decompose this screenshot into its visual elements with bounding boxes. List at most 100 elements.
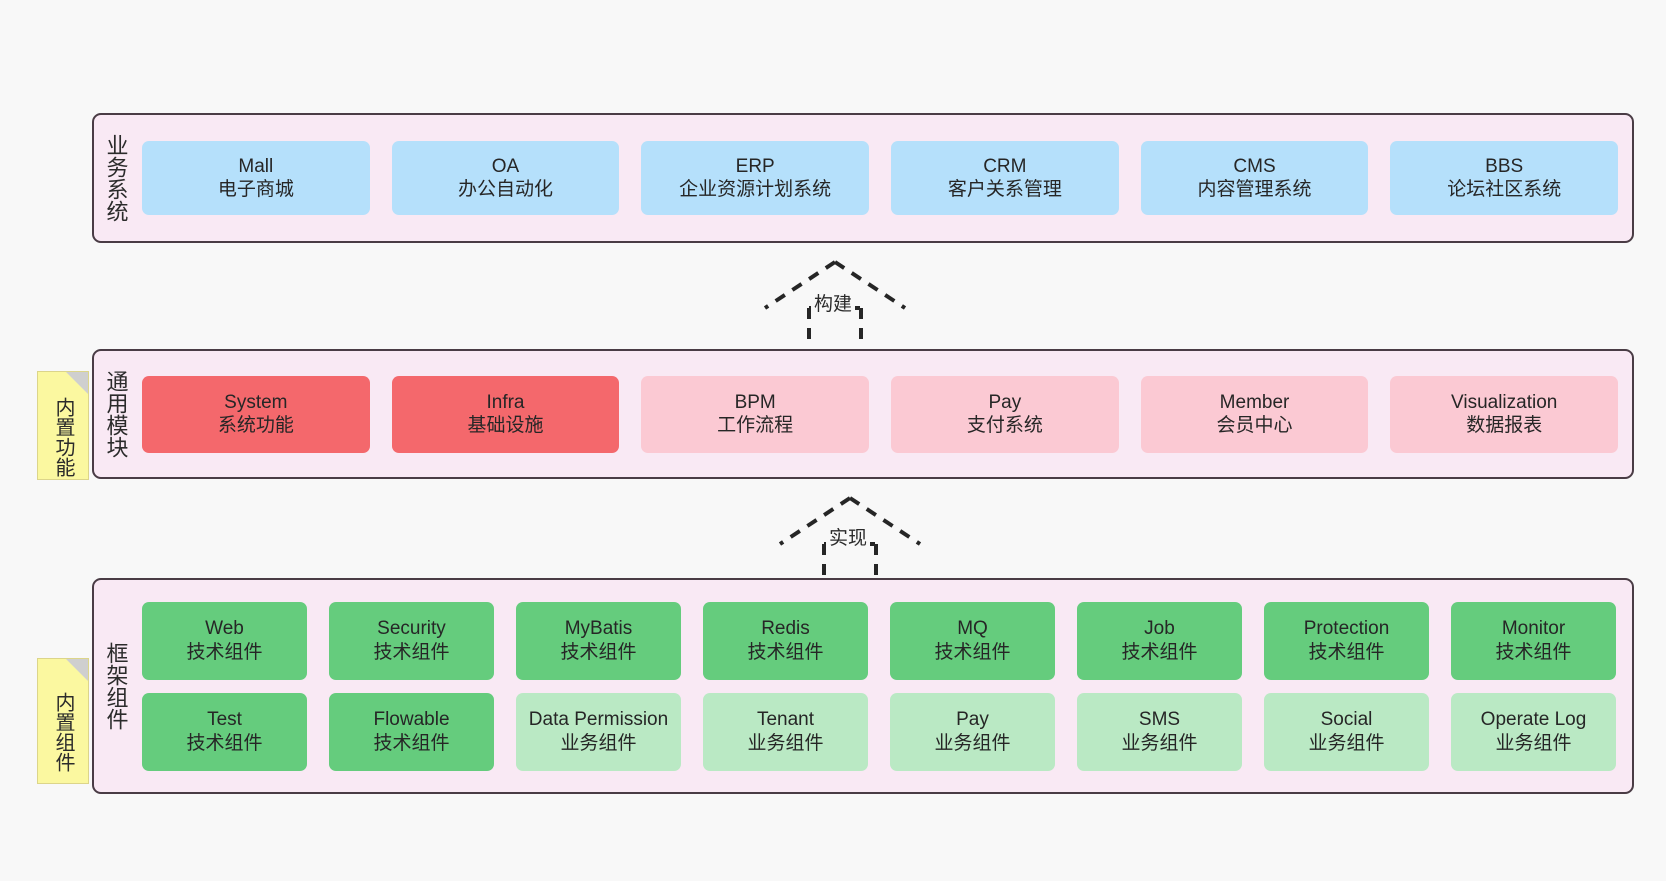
card-title-cn: 业务组件 [560, 732, 637, 754]
card-title-cn: 技术组件 [934, 641, 1011, 663]
card-member[interactable]: Member 会员中心 [1140, 375, 1369, 453]
card-title-cn: 业务组件 [934, 732, 1011, 754]
card-row: Test 技术组件 Flowable 技术组件 Data Permission … [142, 692, 1616, 771]
arrow-implement: 实现 [770, 492, 930, 578]
card-oa[interactable]: OA 办公自动化 [391, 141, 620, 215]
card-operate-log[interactable]: Operate Log 业务组件 [1451, 692, 1616, 771]
arrow-build-label: 构建 [811, 289, 856, 316]
note-fold-icon [66, 372, 88, 394]
card-title-en: OA [491, 155, 520, 177]
card-job[interactable]: Job 技术组件 [1077, 601, 1242, 680]
card-data-permission[interactable]: Data Permission 业务组件 [516, 692, 681, 771]
card-title-en: Pay [988, 391, 1022, 413]
card-row: Web 技术组件 Security 技术组件 MyBatis 技术组件 Redi… [142, 601, 1616, 680]
layer-body-common-modules: System 系统功能 Infra 基础设施 BPM 工作流程 Pay 支付系统… [138, 351, 1632, 477]
card-pay-component[interactable]: Pay 业务组件 [890, 692, 1055, 771]
card-title-cn: 数据报表 [1466, 415, 1543, 436]
card-monitor[interactable]: Monitor 技术组件 [1451, 601, 1616, 680]
card-title-cn: 内容管理系统 [1197, 179, 1312, 200]
card-erp[interactable]: ERP 企业资源计划系统 [641, 141, 870, 215]
card-title-cn: 系统功能 [217, 415, 294, 436]
sticky-note-label: 内置组件 [52, 692, 74, 772]
card-title-en: Data Permission [528, 709, 669, 731]
card-security[interactable]: Security 技术组件 [329, 601, 494, 680]
card-title-en: Operate Log [1480, 709, 1587, 731]
card-title-cn: 技术组件 [186, 641, 263, 663]
layer-body-framework-components: Web 技术组件 Security 技术组件 MyBatis 技术组件 Redi… [138, 580, 1632, 792]
sticky-note-builtin-function: 内置功能 [37, 371, 89, 480]
card-title-en: Test [207, 709, 242, 731]
card-protection[interactable]: Protection 技术组件 [1264, 601, 1429, 680]
card-social[interactable]: Social 业务组件 [1264, 692, 1429, 771]
card-title-en: Pay [956, 709, 989, 731]
card-title-en: Redis [761, 618, 810, 640]
card-title-en: Visualization [1451, 391, 1558, 413]
card-title-cn: 办公自动化 [458, 179, 554, 200]
layer-common-modules: 通用模块 System 系统功能 Infra 基础设施 BPM 工作流程 Pay… [92, 349, 1634, 479]
card-infra[interactable]: Infra 基础设施 [391, 375, 620, 453]
card-cms[interactable]: CMS 内容管理系统 [1140, 141, 1369, 215]
card-row: Mall 电子商城 OA 办公自动化 ERP 企业资源计划系统 CRM 客户关系… [142, 141, 1619, 215]
layer-title-framework-components: 框架组件 [103, 642, 129, 730]
layer-title-common-modules: 通用模块 [103, 370, 129, 458]
card-title-en: Social [1320, 709, 1373, 731]
card-title-cn: 支付系统 [966, 415, 1043, 436]
card-title-cn: 业务组件 [747, 732, 824, 754]
card-title-cn: 业务组件 [1495, 732, 1572, 754]
arrow-implement-icon [778, 496, 922, 578]
card-title-cn: 工作流程 [717, 415, 794, 436]
card-crm[interactable]: CRM 客户关系管理 [891, 141, 1119, 215]
card-bbs[interactable]: BBS 论坛社区系统 [1390, 141, 1619, 215]
card-title-en: Security [377, 618, 446, 640]
card-title-en: BPM [734, 391, 776, 413]
card-title-cn: 电子商城 [217, 179, 294, 200]
card-flowable[interactable]: Flowable 技术组件 [329, 692, 494, 771]
card-title-cn: 技术组件 [1495, 641, 1572, 663]
layer-title-business-systems: 业务系统 [103, 134, 129, 222]
card-redis[interactable]: Redis 技术组件 [703, 601, 868, 680]
card-title-en: Protection [1303, 618, 1390, 640]
card-title-cn: 技术组件 [373, 641, 450, 663]
card-title-cn: 技术组件 [373, 732, 450, 754]
card-title-cn: 技术组件 [1308, 641, 1385, 663]
card-title-cn: 技术组件 [560, 641, 637, 663]
card-system[interactable]: System 系统功能 [142, 375, 370, 453]
card-title-cn: 技术组件 [186, 732, 263, 754]
card-title-cn: 论坛社区系统 [1447, 179, 1562, 200]
card-web[interactable]: Web 技术组件 [142, 601, 307, 680]
card-mall[interactable]: Mall 电子商城 [142, 141, 370, 215]
card-title-en: CRM [983, 155, 1027, 177]
card-title-en: System [224, 391, 288, 413]
card-title-en: SMS [1138, 709, 1181, 731]
card-title-en: MQ [957, 618, 988, 640]
card-title-en: Member [1219, 391, 1290, 413]
card-title-en: Monitor [1501, 618, 1566, 640]
card-row: System 系统功能 Infra 基础设施 BPM 工作流程 Pay 支付系统… [142, 375, 1619, 453]
card-title-en: BBS [1485, 155, 1524, 177]
layer-framework-components: 框架组件 Web 技术组件 Security 技术组件 MyBatis 技术组件… [92, 578, 1634, 794]
card-sms[interactable]: SMS 业务组件 [1077, 692, 1242, 771]
layer-business-systems: 业务系统 Mall 电子商城 OA 办公自动化 ERP 企业资源计划系统 CRM… [92, 113, 1634, 243]
card-title-cn: 会员中心 [1216, 415, 1293, 436]
card-title-cn: 技术组件 [1121, 641, 1198, 663]
card-title-cn: 业务组件 [1308, 732, 1385, 754]
card-mq[interactable]: MQ 技术组件 [890, 601, 1055, 680]
card-tenant[interactable]: Tenant 业务组件 [703, 692, 868, 771]
card-bpm[interactable]: BPM 工作流程 [641, 375, 870, 453]
card-title-cn: 技术组件 [747, 641, 824, 663]
card-title-en: Mall [238, 155, 274, 177]
arrow-build: 构建 [755, 256, 915, 346]
arrow-build-icon [763, 260, 907, 346]
card-test[interactable]: Test 技术组件 [142, 692, 307, 771]
card-title-en: Tenant [756, 709, 815, 731]
card-title-en: ERP [735, 155, 775, 177]
card-title-en: Flowable [373, 709, 450, 731]
card-title-en: Web [205, 618, 244, 640]
card-pay-module[interactable]: Pay 支付系统 [891, 375, 1119, 453]
card-title-en: Infra [486, 391, 525, 413]
card-visualization[interactable]: Visualization 数据报表 [1390, 375, 1619, 453]
card-mybatis[interactable]: MyBatis 技术组件 [516, 601, 681, 680]
sticky-note-label: 内置功能 [52, 396, 74, 477]
card-title-en: Job [1144, 618, 1175, 640]
